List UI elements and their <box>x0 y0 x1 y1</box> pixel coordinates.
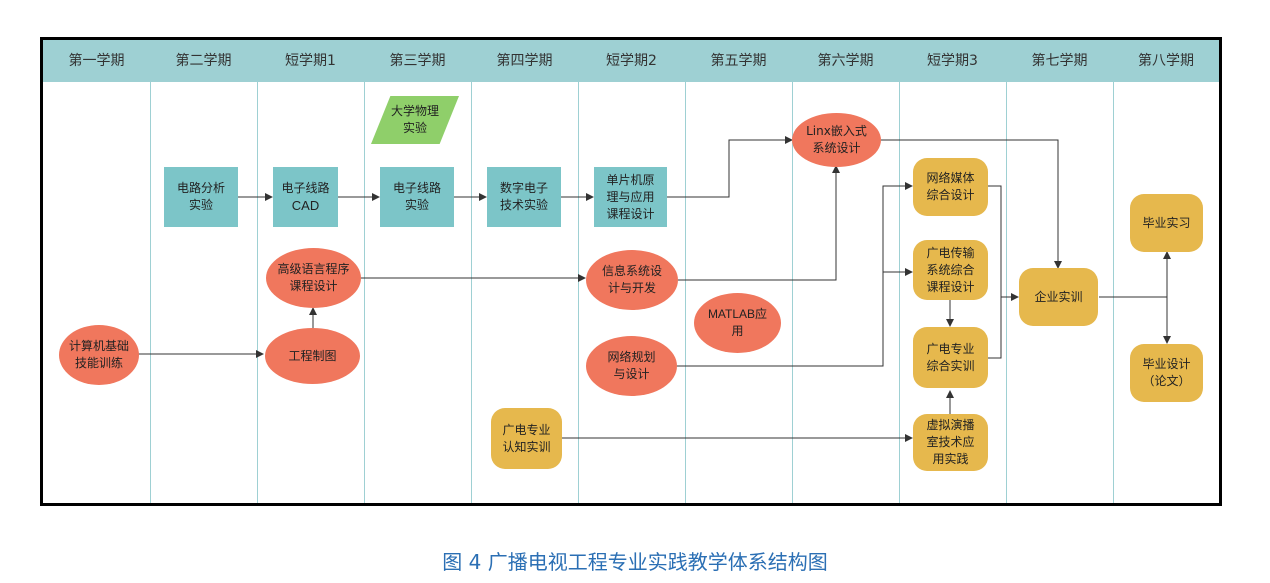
column-divider <box>1113 40 1114 503</box>
column-divider <box>578 40 579 503</box>
column-divider <box>685 40 686 503</box>
column-divider <box>150 40 151 503</box>
node-biye-shixi: 毕业实习 <box>1130 194 1203 252</box>
node-dianzi-cad: 电子线路 CAD <box>273 167 338 227</box>
column-divider <box>792 40 793 503</box>
node-biye-sheji: 毕业设计 （论文） <box>1130 344 1203 402</box>
node-dianzi-shiyan: 电子线路 实验 <box>380 167 454 227</box>
column-divider <box>364 40 365 503</box>
node-shuzi-dianzi: 数字电子 技术实验 <box>487 167 561 227</box>
column-divider <box>257 40 258 503</box>
col-head-7: 第五学期 <box>710 53 767 69</box>
connector-lines <box>138 136 1171 442</box>
col-head-2: 第二学期 <box>175 53 232 69</box>
edge-zonghe-to-qiye <box>988 297 1002 359</box>
node-qiye-shixun: 企业实训 <box>1019 268 1098 326</box>
edge-meiti-to-qiye <box>988 185 1019 301</box>
node-xinxi-xitong: 信息系统设 计与开发 <box>586 250 678 310</box>
node-gongcheng-zhitu: 工程制图 <box>265 328 360 384</box>
node-xuni-yanbo: 虚拟演播 室技术应 用实践 <box>913 414 988 471</box>
col-head-5: 第四学期 <box>496 53 553 69</box>
col-head-9: 短学期3 <box>927 53 978 69</box>
node-dianlu-fenxi: 电路分析 实验 <box>164 167 238 227</box>
col-head-11: 第八学期 <box>1138 53 1194 69</box>
edge-linux-to-qiye <box>881 139 1062 269</box>
col-head-10: 第七学期 <box>1031 53 1088 69</box>
semester-header-row: 第一学期 第二学期 短学期1 第三学期 第四学期 短学期2 第五学期 第六学期 … <box>43 40 1219 82</box>
col-head-4: 第三学期 <box>389 53 446 69</box>
edge-danpianji-to-linux <box>667 136 793 198</box>
col-head-8: 第六学期 <box>817 53 874 69</box>
node-danpianji: 单片机原 理与应用 课程设计 <box>594 167 667 227</box>
figure-caption: 图 4 广播电视工程专业实践教学体系结构图 <box>442 550 828 574</box>
col-head-3: 短学期1 <box>285 53 336 69</box>
node-wangluo-meiti: 网络媒体 综合设计 <box>913 158 988 216</box>
col-head-6: 短学期2 <box>606 53 657 69</box>
node-dianzi-cad-line1: 电子线路 <box>281 181 330 195</box>
node-matlab: MATLAB应 用 <box>694 293 781 353</box>
edge-xinxi-to-linux <box>678 165 840 281</box>
edge-wangluo-to-meiti <box>677 182 913 367</box>
column-divider <box>1006 40 1007 503</box>
node-gaoji-yuyan: 高级语言程序 课程设计 <box>266 248 361 308</box>
node-guangdian-chuanshu: 广电传输 系统综合 课程设计 <box>913 240 988 300</box>
edge-qiye-split <box>1099 251 1171 298</box>
node-linux: Linx嵌入式 系统设计 <box>792 113 881 167</box>
diagram-frame: 第一学期 第二学期 短学期1 第三学期 第四学期 短学期2 第五学期 第六学期 … <box>40 37 1222 506</box>
node-dianzi-cad-line2: CAD <box>291 198 320 213</box>
node-jisuanji: 计算机基础 技能训练 <box>59 325 139 385</box>
node-guangdian-zonghe: 广电专业 综合实训 <box>913 327 988 388</box>
node-guangdian-renzhi: 广电专业 认知实训 <box>491 408 562 469</box>
node-wangluo-guihua: 网络规划 与设计 <box>586 336 677 396</box>
column-divider <box>471 40 472 503</box>
col-head-1: 第一学期 <box>68 53 125 69</box>
